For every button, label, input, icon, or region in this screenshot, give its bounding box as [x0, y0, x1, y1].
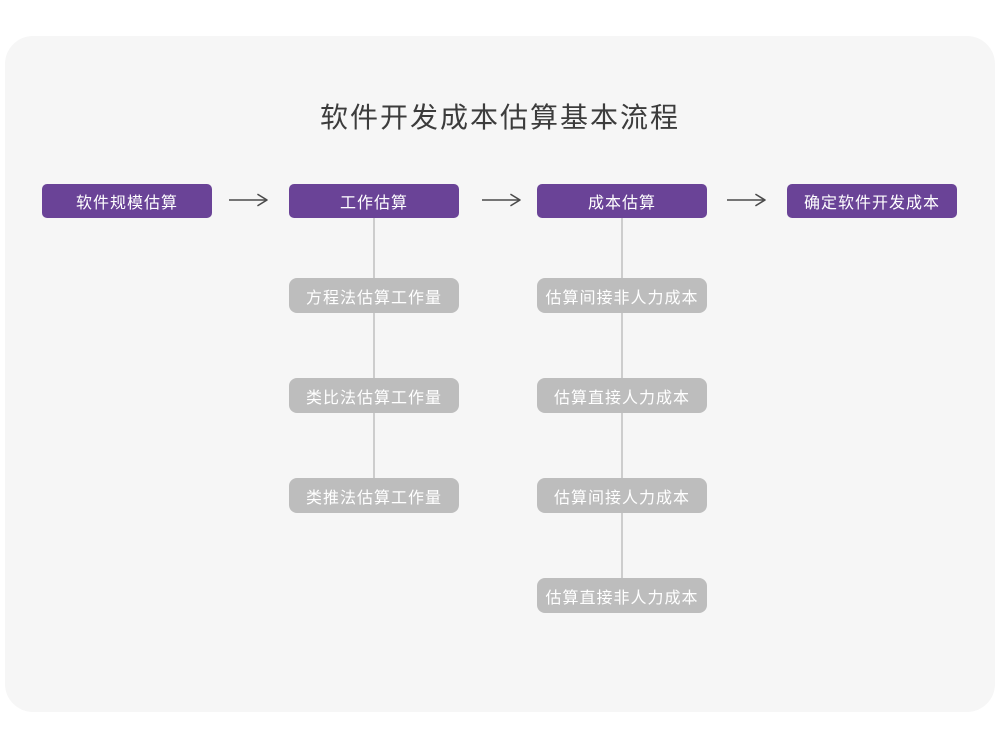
- arrow-right-icon: [482, 193, 521, 207]
- flow-node-software-scale-estimation: 软件规模估算: [42, 184, 212, 218]
- cost-substep-direct-nonlabor: 估算直接非人力成本: [537, 578, 707, 613]
- cost-substep-direct-labor: 估算直接人力成本: [537, 378, 707, 413]
- work-substep-extrapolation-method: 类推法估算工作量: [289, 478, 459, 513]
- work-substeps-connector-line: [373, 218, 375, 496]
- flow-node-determine-dev-cost: 确定软件开发成本: [787, 184, 957, 218]
- arrow-right-icon: [727, 193, 766, 207]
- flow-node-cost-estimation: 成本估算: [537, 184, 707, 218]
- work-substep-analogy-method: 类比法估算工作量: [289, 378, 459, 413]
- flow-node-work-estimation: 工作估算: [289, 184, 459, 218]
- arrow-right-icon: [229, 193, 268, 207]
- cost-substep-indirect-nonlabor: 估算间接非人力成本: [537, 278, 707, 313]
- cost-substep-indirect-labor: 估算间接人力成本: [537, 478, 707, 513]
- diagram-card: [5, 36, 995, 712]
- work-substep-equation-method: 方程法估算工作量: [289, 278, 459, 313]
- diagram-title: 软件开发成本估算基本流程: [319, 102, 680, 133]
